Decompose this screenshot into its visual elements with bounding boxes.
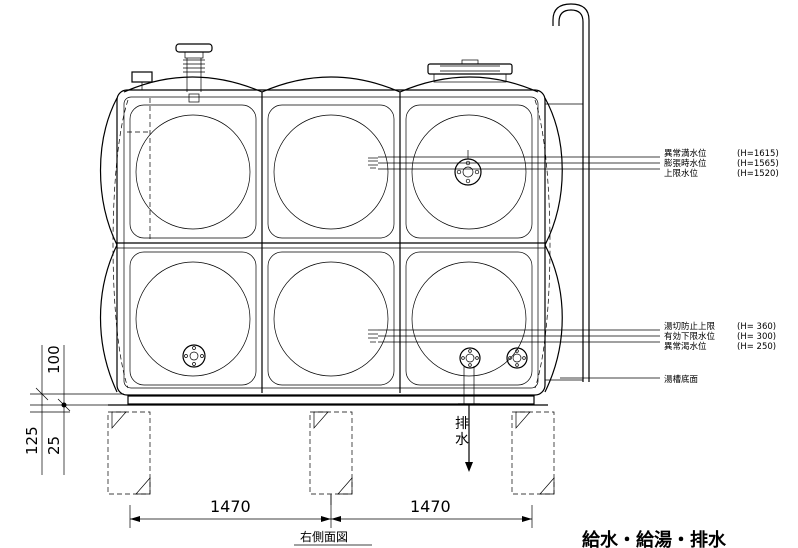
base-beam [127, 395, 535, 405]
level-height-3: (H=1520) [737, 169, 779, 179]
level-label-6: 異常渇水位 [664, 341, 707, 352]
view-title: 右側面図 [300, 529, 348, 544]
dimension-125: 125 [23, 426, 41, 455]
drain-label-1: 排 [455, 416, 469, 432]
vertical-dimensions [30, 345, 71, 475]
level-height-1: (H=1615) [737, 149, 779, 159]
lower-level-leaders [378, 329, 660, 343]
tank-bottom-label: 湯槽底面 [664, 374, 699, 385]
level-label-5: 有効下限水位 [664, 331, 716, 342]
level-ticks-upper [368, 157, 378, 169]
top-dome-right [399, 76, 539, 93]
dimension-100: 100 [45, 345, 63, 374]
level-height-2: (H=1565) [737, 159, 779, 169]
lower-panels [129, 251, 533, 386]
right-bulge [544, 97, 563, 393]
manhole-icon [427, 59, 513, 83]
caption: 給水・給湯・排水 [582, 529, 727, 548]
vent-cap-icon [175, 43, 213, 103]
right-dashed-hoop [534, 99, 551, 389]
level-label-1: 異常満水位 [664, 148, 707, 159]
drain-label-2: 水 [455, 432, 469, 448]
level-height-6: (H= 250) [737, 342, 776, 352]
overflow-pipe [545, 3, 590, 382]
horizontal-dimensions [129, 495, 533, 528]
dimension-left-span: 1470 [210, 497, 251, 516]
level-label-4: 湯切防止上限 [664, 321, 716, 332]
level-ticks-lower [368, 329, 378, 343]
dimension-25: 25 [45, 436, 63, 455]
upper-level-leaders [378, 156, 660, 170]
top-dome-mid [261, 76, 401, 93]
left-dashed-hoop [112, 99, 129, 389]
flange-lower-left [182, 344, 206, 368]
level-height-5: (H= 300) [737, 332, 776, 342]
level-height-4: (H= 360) [737, 322, 776, 332]
flange-lower-mid [459, 347, 481, 369]
dimension-right-span: 1470 [410, 497, 451, 516]
flange-lower-right [506, 347, 528, 369]
flange-upper-right [454, 150, 482, 186]
left-bulge [99, 97, 118, 393]
top-small-fitting [131, 71, 153, 90]
level-label-2: 膨張時水位 [664, 158, 707, 169]
level-label-3: 上限水位 [664, 168, 699, 179]
top-dome-left [123, 76, 263, 93]
foundation-blocks [107, 411, 555, 495]
upper-panels [129, 104, 533, 239]
